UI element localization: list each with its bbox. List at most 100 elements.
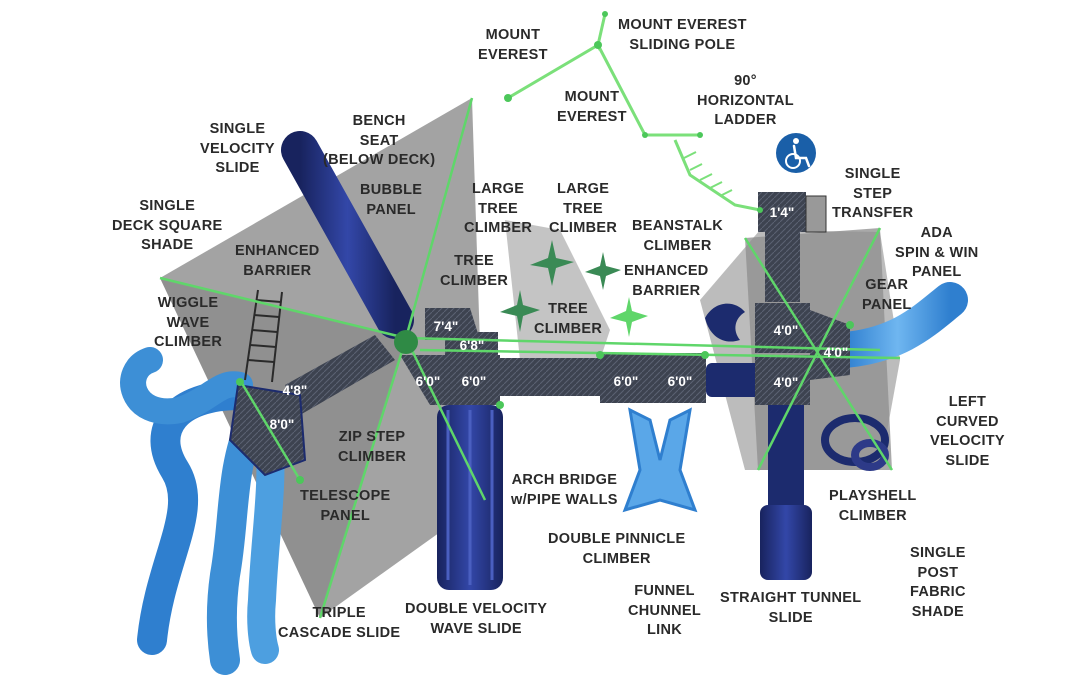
label-line: SLIDE — [215, 160, 260, 176]
label-line: GEAR — [865, 277, 909, 293]
green-joints — [236, 11, 854, 484]
deck-6-0-d — [652, 353, 706, 403]
deck-height-8-0: 8'0" — [270, 417, 295, 432]
funnel-chunnel-link — [706, 363, 766, 397]
label-line: PANEL — [862, 296, 912, 313]
small-shade-triangle — [505, 220, 610, 360]
straight-tunnel-slide — [760, 400, 812, 580]
label-line: CLIMBER — [838, 507, 907, 524]
label-line: ENHANCED — [624, 263, 709, 279]
label-line: FABRIC — [910, 584, 966, 600]
label-double-velocity-wave-slide: DOUBLE VELOCITY WAVE SLIDE — [405, 600, 547, 639]
label-line: CLIMBER — [643, 237, 712, 254]
deck-height-6-0-b: 6'0" — [462, 374, 487, 389]
label-line: TREE — [454, 253, 495, 269]
label-line: CLIMBER — [338, 448, 407, 465]
transfer-step — [805, 195, 827, 233]
label-line: SPIN & WIN — [895, 244, 979, 261]
label-line: ADA — [920, 225, 953, 241]
deck-height-4-0-b: 4'0" — [824, 345, 849, 360]
label-line: FUNNEL — [634, 583, 695, 599]
label-line: PLAYSHELL — [829, 488, 917, 504]
label-line: CLIMBER — [440, 272, 509, 289]
label-playshell-climber: PLAYSHELL CLIMBER — [829, 487, 917, 526]
playshell-climber — [821, 414, 889, 471]
deck-height-4-0-c: 4'0" — [774, 375, 799, 390]
label-line: CLIMBER — [464, 220, 533, 236]
label-line: WIGGLE — [157, 295, 219, 311]
label-line: VELOCITY — [930, 433, 1005, 449]
label-line: SLIDING POLE — [629, 36, 736, 53]
label-line: LARGE — [556, 181, 610, 197]
label-line: TRIPLE — [312, 605, 366, 621]
left-curved-velocity-slide — [827, 282, 968, 368]
center-post — [394, 330, 418, 354]
label-line: PANEL — [366, 201, 416, 218]
label-line: TELESCOPE — [300, 488, 391, 504]
label-line: BARRIER — [243, 262, 312, 279]
deck-4-0-b — [810, 310, 850, 380]
leaf-panel-icon — [705, 303, 745, 342]
label-line: SINGLE — [844, 166, 901, 182]
label-line: PANEL — [911, 264, 962, 280]
label-line: HORIZONTAL — [697, 92, 794, 109]
label-wiggle-wave-climber: WIGGLE WAVE CLIMBER — [154, 294, 222, 353]
label-line: BEANSTALK — [632, 218, 724, 234]
deck-4-0-c — [755, 355, 810, 405]
label-line: ARCH BRIDGE — [511, 472, 618, 488]
label-line: BARRIER — [632, 282, 701, 299]
label-line: ENHANCED — [235, 243, 320, 259]
label-line: SHADE — [141, 237, 194, 253]
arch-bridge — [500, 358, 600, 396]
double-velocity-wave-slide — [437, 405, 503, 590]
label-line: EVEREST — [478, 46, 548, 63]
label-line: w/PIPE WALLS — [511, 491, 618, 508]
label-line: LARGE — [471, 181, 525, 197]
deck-height-6-8: 6'8" — [460, 338, 485, 353]
label-zip-step-climber: ZIP STEP CLIMBER — [338, 428, 406, 467]
label-triple-cascade-slide: TRIPLE CASCADE SLIDE — [278, 604, 400, 643]
label-enhanced-barrier-left: ENHANCED BARRIER — [235, 242, 320, 281]
label-line: CLIMBER — [582, 550, 651, 567]
label-line: DOUBLE VELOCITY — [405, 601, 548, 617]
label-line: TREE — [548, 301, 589, 317]
deck-1-4 — [758, 192, 806, 232]
label-line: WAVE SLIDE — [430, 620, 522, 637]
label-line: WAVE — [166, 314, 210, 331]
tree-climber-icon — [500, 240, 648, 337]
label-line: EVEREST — [557, 108, 627, 125]
label-line: SEAT — [359, 132, 399, 149]
deck-6-0-c — [600, 353, 652, 403]
label-line: CLIMBER — [154, 334, 223, 350]
zip-step-climber — [285, 335, 395, 415]
label-line: TREE — [563, 200, 604, 217]
label-arch-bridge: ARCH BRIDGE w/PIPE WALLS — [511, 471, 618, 510]
deck-height-1-4: 1'4" — [770, 205, 795, 220]
label-line: (BELOW DECK) — [323, 152, 436, 168]
label-line: TREE — [478, 200, 519, 217]
deck-height-4-0-a: 4'0" — [774, 323, 799, 338]
label-line: SLIDE — [945, 452, 990, 469]
label-line: ZIP STEP — [338, 429, 406, 445]
label-line: DECK SQUARE — [112, 217, 223, 234]
deck-height-7-4: 7'4" — [434, 319, 459, 334]
label-line: CHUNNEL — [628, 602, 701, 619]
mount-everest-rungs — [683, 151, 733, 197]
label-line: CASCADE SLIDE — [278, 624, 401, 641]
label-line: MOUNT — [485, 27, 541, 43]
label-tree-climber-1: TREE CLIMBER — [440, 252, 508, 291]
